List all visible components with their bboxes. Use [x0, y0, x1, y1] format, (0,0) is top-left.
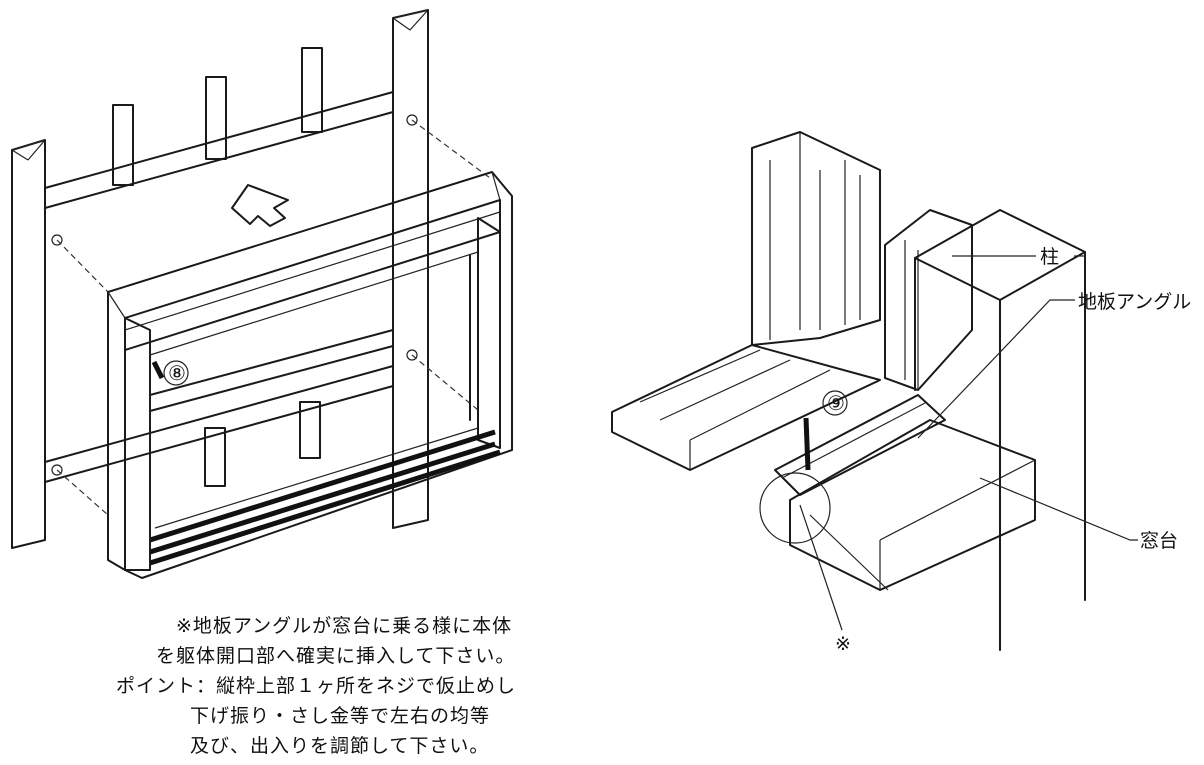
- window-sill-rail: [149, 429, 501, 566]
- insert-direction-arrow-icon: [231, 184, 289, 227]
- corner-detail: [611, 131, 1086, 651]
- lower-stud-1: [204, 427, 226, 487]
- anchor-peg: [51, 464, 63, 476]
- detail-circle: [759, 472, 831, 544]
- window-left-jamb: [124, 317, 151, 571]
- upper-stud-2: [205, 76, 227, 160]
- lower-stud-2: [299, 401, 321, 459]
- step-9-marker: [822, 390, 848, 416]
- lower-beam: [44, 365, 394, 483]
- window-sill-label: 窓台: [1140, 530, 1178, 552]
- left-post: [11, 139, 46, 549]
- base-angle-leader: [917, 299, 1075, 439]
- step-8-marker: [163, 360, 189, 386]
- note-line-2: を躯体開口部へ確実に挿入して下さい。: [156, 645, 516, 667]
- pillar-top: [914, 209, 1086, 301]
- anchor-peg: [51, 234, 63, 246]
- step-8-label: ⑧: [168, 361, 186, 385]
- step-9-label: ⑨: [827, 391, 845, 415]
- screw-8-icon: [151, 360, 165, 380]
- upper-stud-1: [112, 104, 134, 186]
- jamb-extrusion: [751, 131, 881, 346]
- upper-stud-3: [301, 47, 323, 133]
- pillar-label: 柱: [1040, 246, 1059, 268]
- adjacent-jamb: [884, 209, 973, 391]
- sill-extrusion: [611, 344, 881, 471]
- base-angle-label: 地板アングル: [1078, 291, 1191, 313]
- window-sill-leader: [979, 477, 1138, 541]
- window-outer-frame: [107, 171, 513, 579]
- asterisk-label: ※: [835, 633, 851, 655]
- note-line-5: 及び、出入りを調節して下さい。: [190, 735, 490, 757]
- window-sill-block: [789, 419, 1036, 591]
- window-unit: [107, 171, 513, 579]
- base-angle: [774, 394, 946, 496]
- screw-9-icon: [803, 417, 811, 471]
- anchor-peg: [406, 114, 418, 126]
- note-line-1: ※地板アングルが窓台に乗る様に本体: [176, 615, 513, 637]
- note-line-3: ポイント：縦枠上部１ヶ所をネジで仮止めし: [116, 675, 517, 697]
- upper-beam: [44, 91, 394, 209]
- anchor-peg: [406, 349, 418, 361]
- window-right-jamb: [477, 217, 501, 449]
- window-head: [124, 199, 501, 351]
- note-line-4: 下げ振り・さし金等で左右の均等: [190, 705, 491, 727]
